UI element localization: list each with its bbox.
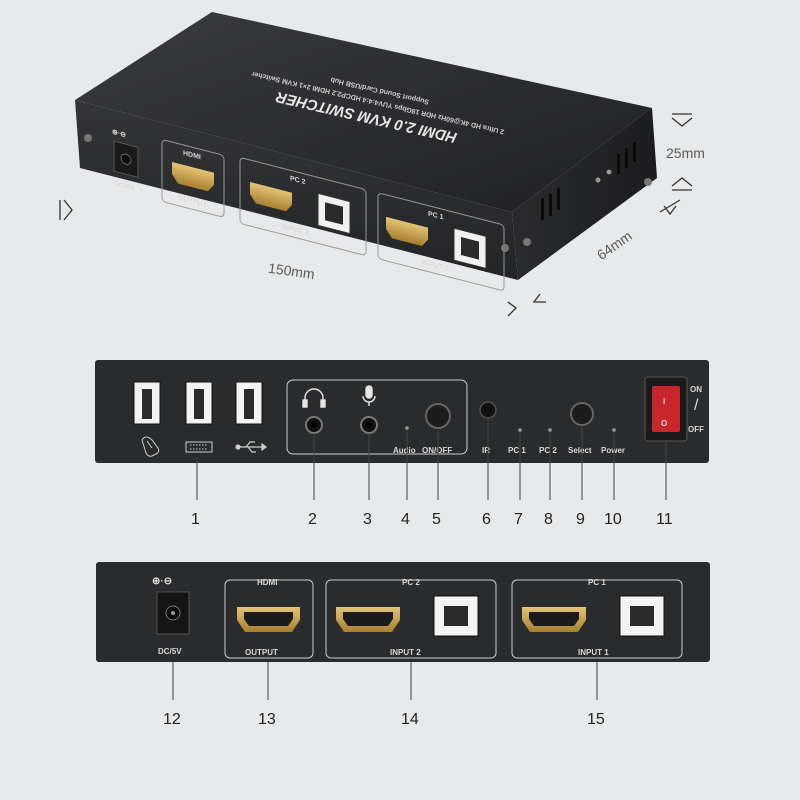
callout-9: 9: [576, 511, 585, 528]
front-leader-lines: [196, 418, 667, 500]
switch-off-mark: O: [661, 419, 667, 428]
callout-14: 14: [401, 711, 419, 728]
box-pc1-label: PC 1: [428, 210, 444, 222]
pc1-led-label: PC 1: [508, 446, 526, 455]
on-off-label: ON/OFF: [422, 446, 452, 455]
power-switch[interactable]: [652, 386, 680, 432]
callout-1: 1: [191, 511, 200, 528]
pc2-led-label: PC 2: [539, 446, 557, 455]
pc2-led: [548, 428, 552, 432]
usb-icon: [235, 441, 267, 453]
callout-11: 11: [656, 511, 673, 528]
front-callouts: 1 2 3 4 5 6 7 8 9 10 11: [191, 511, 673, 528]
dimension-marks: [59, 113, 693, 317]
switch-on-label: ON: [690, 385, 702, 394]
select-label: Select: [568, 446, 592, 455]
callout-15: 15: [587, 711, 605, 728]
usb-port-mouse: [133, 381, 161, 425]
mouse-icon: [141, 436, 160, 457]
rear-callouts: 12 13 14 15: [163, 711, 605, 728]
audio-label: Audio: [393, 446, 416, 455]
ir-receiver: [479, 401, 497, 419]
callout-12: 12: [163, 711, 181, 728]
box-polarity-label: ⊕·⊖: [112, 128, 126, 139]
audio-led: [405, 426, 409, 430]
callout-10: 10: [604, 511, 622, 528]
callout-5: 5: [432, 511, 441, 528]
box-pc1-hdmi-port: [386, 216, 428, 247]
usb-port-hub: [235, 381, 263, 425]
pc1-led: [518, 428, 522, 432]
ir-label: IR: [482, 446, 490, 455]
rear-panel: ⊕·⊖ DC/5V HDMI OUTPUT PC 2 INPUT 2 PC 1 …: [96, 562, 710, 662]
dimension-depth: 64mm: [594, 227, 635, 262]
audio-on-off-button[interactable]: [425, 403, 451, 429]
callout-6: 6: [482, 511, 491, 528]
callout-4: 4: [401, 511, 410, 528]
callout-8: 8: [544, 511, 553, 528]
dimension-width: 150mm: [267, 260, 315, 282]
headphone-icon: [302, 388, 326, 408]
switch-off-label: OFF: [688, 425, 704, 434]
front-panel: Audio ON/OFF IR PC 1 PC 2 Select Power I…: [95, 360, 709, 463]
power-led: [612, 428, 616, 432]
callout-7: 7: [514, 511, 523, 528]
rear-polarity-label: ⊕·⊖: [152, 576, 172, 587]
box-pc2-label: PC 2: [290, 174, 306, 186]
box-top-face: [75, 12, 652, 212]
box-hdmi-output-port: [172, 162, 214, 192]
box-dc-label: DC/5V: [114, 179, 135, 192]
rear-hdmi-label: HDMI: [257, 578, 277, 587]
callout-13: 13: [258, 711, 276, 728]
callout-2: 2: [308, 511, 317, 528]
rear-leader-lines: [172, 662, 598, 700]
rear-input2-label: INPUT 2: [390, 648, 421, 657]
switch-slash: /: [694, 397, 699, 414]
rear-pc2-label: PC 2: [402, 578, 420, 587]
dimension-height: 25mm: [666, 145, 705, 161]
usb-port-keyboard: [185, 381, 213, 425]
power-label: Power: [601, 446, 625, 455]
rear-input1-label: INPUT 1: [578, 648, 609, 657]
box-side-vents: [541, 142, 636, 220]
microphone-icon: [362, 385, 376, 406]
switch-on-mark: I: [663, 397, 665, 406]
callout-3: 3: [363, 511, 372, 528]
select-button[interactable]: [570, 402, 594, 426]
rear-output-label: OUTPUT: [245, 648, 278, 657]
product-3d-view: HDMI 2.0 KVM SWITCHER 2 Ultra HD 4K@60Hz…: [75, 12, 657, 291]
box-side-face: [512, 108, 657, 280]
rear-dc-label: DC/5V: [158, 647, 182, 656]
box-pc2-hdmi-port: [250, 182, 292, 212]
keyboard-icon: [185, 441, 213, 453]
rear-pc1-label: PC 1: [588, 578, 606, 587]
